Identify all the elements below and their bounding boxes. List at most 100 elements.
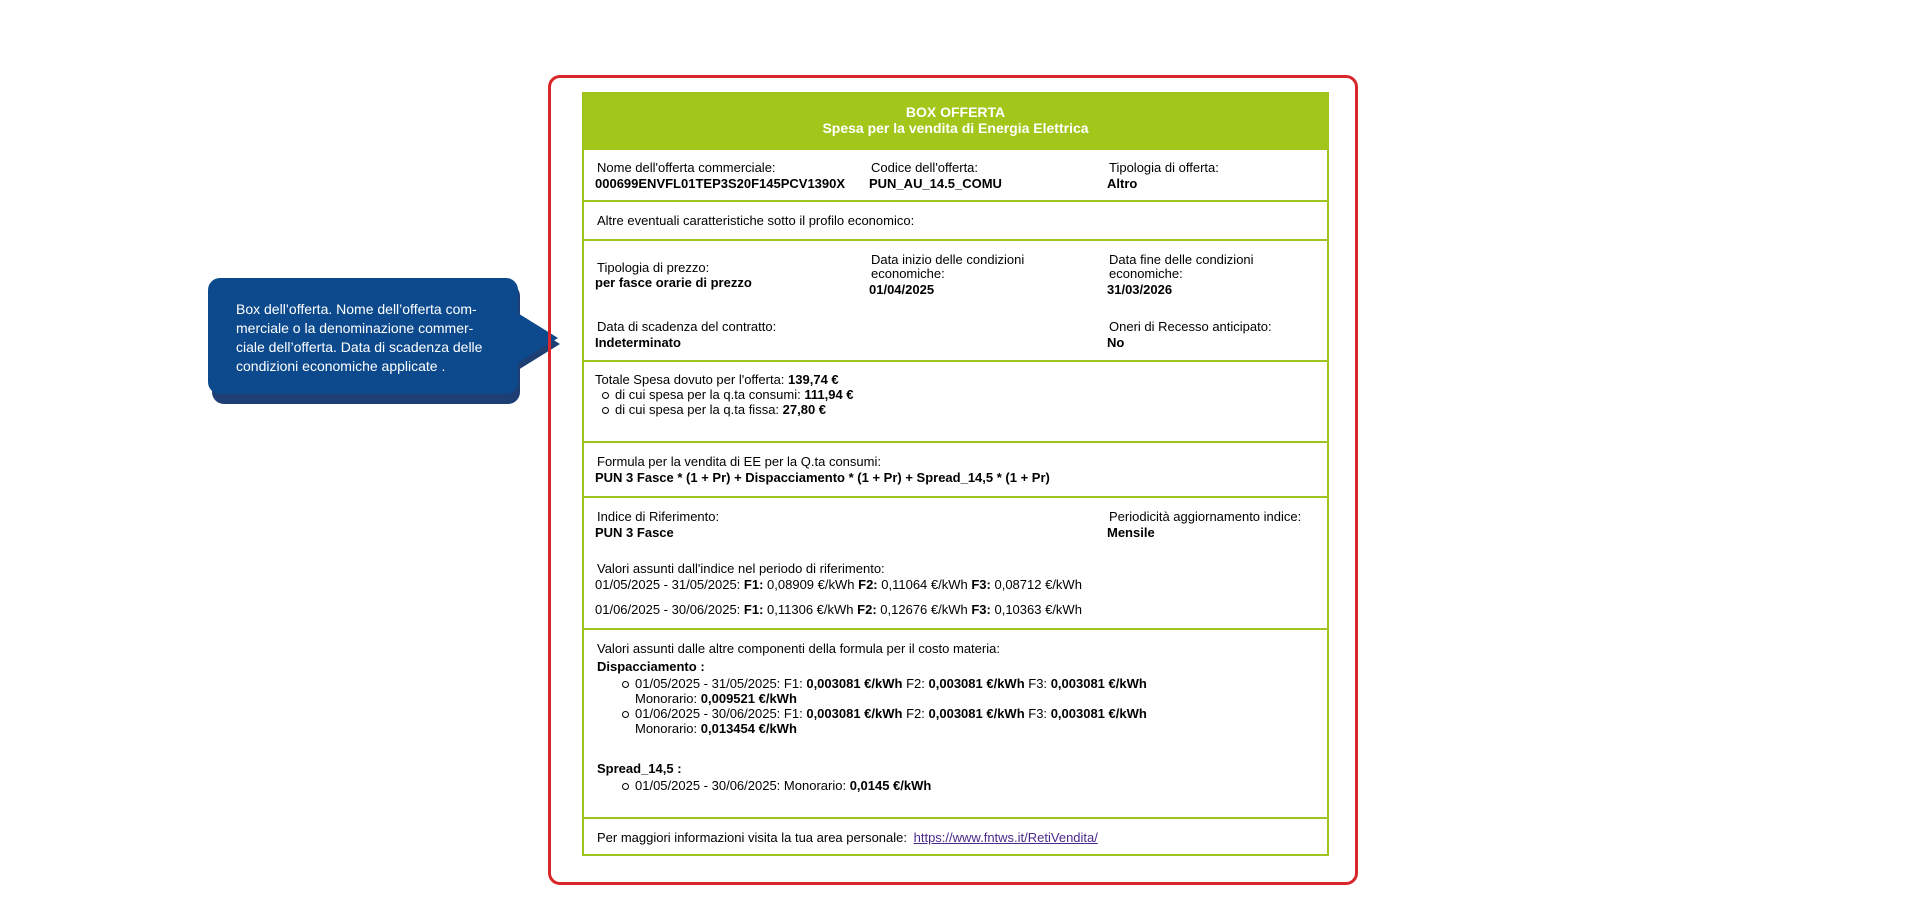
- f1-value: 0,003081 €/kWh: [806, 706, 903, 721]
- mono-tag: Monorario:: [635, 721, 698, 736]
- f3-value: 0,08712 €/kWh: [994, 577, 1082, 592]
- dispatch-title: Dispacciamento :: [597, 659, 705, 674]
- index-ref-value: PUN 3 Fasce: [595, 525, 674, 540]
- index-section: Indice di Riferimento: PUN 3 Fasce Perio…: [584, 496, 1327, 628]
- offer-info-section: Nome dell'offerta commerciale: 000699ENV…: [584, 148, 1327, 200]
- price-type-label: Tipologia di prezzo:: [597, 260, 710, 275]
- f2-value: 0,003081 €/kWh: [928, 706, 1025, 721]
- index-period-value: Mensile: [1107, 525, 1155, 540]
- offer-code-value: PUN_AU_14.5_COMU: [869, 176, 1002, 191]
- start-label-line1: Data inizio delle condizioni: [871, 252, 1025, 267]
- box-title: BOX OFFERTA: [905, 104, 1006, 120]
- f2-tag: F2:: [906, 706, 925, 721]
- f1-tag: F1:: [783, 676, 803, 691]
- offer-code-label: Codice dell'offerta:: [871, 160, 979, 175]
- f1-value: 0,08909 €/kWh: [767, 577, 855, 592]
- row-period: 01/06/2025 - 30/06/2025:: [635, 706, 781, 721]
- expiry-value: Indeterminato: [595, 335, 681, 350]
- f2-tag: F2:: [906, 676, 925, 691]
- index-values-label: Valori assunti dall'indice nel periodo d…: [597, 561, 885, 576]
- fixed-spend-label: di cui spesa per la q.ta fissa:: [615, 402, 780, 417]
- footer-label: Per maggiori informazioni visita la tua …: [597, 830, 907, 845]
- row-period: 01/05/2025 - 30/06/2025:: [635, 778, 781, 793]
- callout-arrow: [516, 312, 558, 364]
- dispatch-list: 01/05/2025 - 31/05/2025: F1: 0,003081 €/…: [622, 676, 1147, 736]
- start-label-line2: economiche:: [871, 266, 945, 281]
- f2-value: 0,12676 €/kWh: [880, 602, 968, 617]
- f1-tag: F1:: [743, 602, 764, 617]
- list-item: di cui spesa per la q.ta fissa: 27,80 €: [602, 402, 854, 417]
- callout-text: Box dell’offerta. Nome dell’offerta com-…: [236, 301, 483, 374]
- list-item: 01/05/2025 - 31/05/2025: F1: 0,003081 €/…: [622, 676, 1147, 706]
- box-header: BOX OFFERTA Spesa per la vendita di Ener…: [584, 94, 1327, 148]
- mono-tag: Monorario:: [783, 778, 847, 793]
- f3-tag: F3:: [1028, 706, 1048, 721]
- other-features-section: Altre eventuali caratteristiche sotto il…: [584, 200, 1327, 239]
- formula-value: PUN 3 Fasce * (1 + Pr) + Dispacciamento …: [595, 470, 1050, 485]
- f2-tag: F2:: [858, 577, 878, 592]
- spread-title: Spread_14,5 :: [597, 761, 682, 776]
- f3-value: 0,10363 €/kWh: [994, 602, 1082, 617]
- total-spend-label: Totale Spesa dovuto per l'offerta:: [595, 372, 785, 387]
- offer-name-value: 000699ENVFL01TEP3S20F145PCV1390X: [595, 176, 846, 191]
- end-label-line2: economiche:: [1109, 266, 1183, 281]
- components-section: Valori assunti dalle altre componenti de…: [584, 628, 1327, 817]
- f1-value: 0,11306 €/kWh: [767, 602, 854, 617]
- mono-tag: Monorario:: [635, 691, 698, 706]
- f3-tag: F3:: [971, 602, 991, 617]
- f2-value: 0,11064 €/kWh: [881, 577, 968, 592]
- row-period: 01/05/2025 - 31/05/2025:: [635, 676, 781, 691]
- mono-value: 0,013454 €/kWh: [700, 721, 797, 736]
- f3-value: 0,003081 €/kWh: [1050, 676, 1147, 691]
- index-value-row: 01/06/2025 - 30/06/2025: F1: 0,11306 €/k…: [595, 602, 1082, 617]
- index-period-label: Periodicità aggiornamento indice:: [1109, 509, 1302, 524]
- red-frame: [548, 75, 1358, 885]
- spend-section: Totale Spesa dovuto per l'offerta: 139,7…: [584, 360, 1327, 441]
- end-label-line1: Data fine delle condizioni: [1109, 252, 1254, 267]
- formula-label: Formula per la vendita di EE per la Q.ta…: [597, 454, 881, 469]
- formula-section: Formula per la vendita di EE per la Q.ta…: [584, 441, 1327, 496]
- box-subtitle: Spesa per la vendita di Energia Elettric…: [822, 120, 1089, 136]
- withdrawal-value: No: [1107, 335, 1125, 350]
- mono-value: 0,0145 €/kWh: [849, 778, 932, 793]
- offer-type-value: Altro: [1107, 176, 1138, 191]
- list-item: 01/05/2025 - 30/06/2025: Monorario: 0,01…: [621, 778, 932, 793]
- f1-tag: F1:: [743, 577, 764, 592]
- row-period: 01/05/2025 - 31/05/2025:: [595, 577, 741, 592]
- expiry-label: Data di scadenza del contratto:: [597, 319, 777, 334]
- conditions-section: Tipologia di prezzo: per fasce orarie di…: [584, 239, 1327, 360]
- spend-breakdown-list: di cui spesa per la q.ta consumi: 111,94…: [602, 387, 854, 417]
- footer-section: Per maggiori informazioni visita la tua …: [584, 817, 1327, 854]
- fixed-spend-value: 27,80 €: [782, 402, 827, 417]
- callout-bubble: Box dell’offerta. Nome dell’offerta com-…: [208, 278, 518, 394]
- components-label: Valori assunti dalle altre componenti de…: [597, 641, 1000, 656]
- f3-tag: F3:: [971, 577, 991, 592]
- list-item: di cui spesa per la q.ta consumi: 111,94…: [602, 387, 854, 402]
- offer-name-label: Nome dell'offerta commerciale:: [597, 160, 776, 175]
- offer-type-label: Tipologia di offerta:: [1109, 160, 1219, 175]
- f3-tag: F3:: [1028, 676, 1048, 691]
- withdrawal-label: Oneri di Recesso anticipato:: [1109, 319, 1272, 334]
- end-date-value: 31/03/2026: [1107, 282, 1173, 297]
- f2-value: 0,003081 €/kWh: [928, 676, 1025, 691]
- other-features-label: Altre eventuali caratteristiche sotto il…: [597, 213, 915, 228]
- index-value-row: 01/05/2025 - 31/05/2025: F1: 0,08909 €/k…: [595, 577, 1082, 592]
- consumption-spend-label: di cui spesa per la q.ta consumi:: [615, 387, 801, 402]
- mono-value: 0,009521 €/kWh: [700, 691, 797, 706]
- f1-tag: F1:: [783, 706, 803, 721]
- consumption-spend-value: 111,94 €: [804, 387, 854, 402]
- footer-line: Per maggiori informazioni visita la tua …: [597, 830, 1098, 845]
- price-type-value: per fasce orarie di prezzo: [595, 275, 752, 290]
- index-ref-label: Indice di Riferimento:: [597, 509, 720, 524]
- total-spend-line: Totale Spesa dovuto per l'offerta: 139,7…: [595, 372, 839, 387]
- offer-box: BOX OFFERTA Spesa per la vendita di Ener…: [582, 92, 1329, 856]
- f3-value: 0,003081 €/kWh: [1050, 706, 1147, 721]
- f1-value: 0,003081 €/kWh: [806, 676, 903, 691]
- row-period: 01/06/2025 - 30/06/2025:: [595, 602, 741, 617]
- list-item: 01/06/2025 - 30/06/2025: F1: 0,003081 €/…: [622, 706, 1147, 736]
- total-spend-value: 139,74 €: [788, 372, 839, 387]
- personal-area-link[interactable]: https://www.fntws.it/RetiVendita/: [913, 830, 1098, 845]
- spread-list: 01/05/2025 - 30/06/2025: Monorario: 0,01…: [621, 778, 932, 793]
- start-date-value: 01/04/2025: [869, 282, 935, 297]
- f2-tag: F2:: [857, 602, 877, 617]
